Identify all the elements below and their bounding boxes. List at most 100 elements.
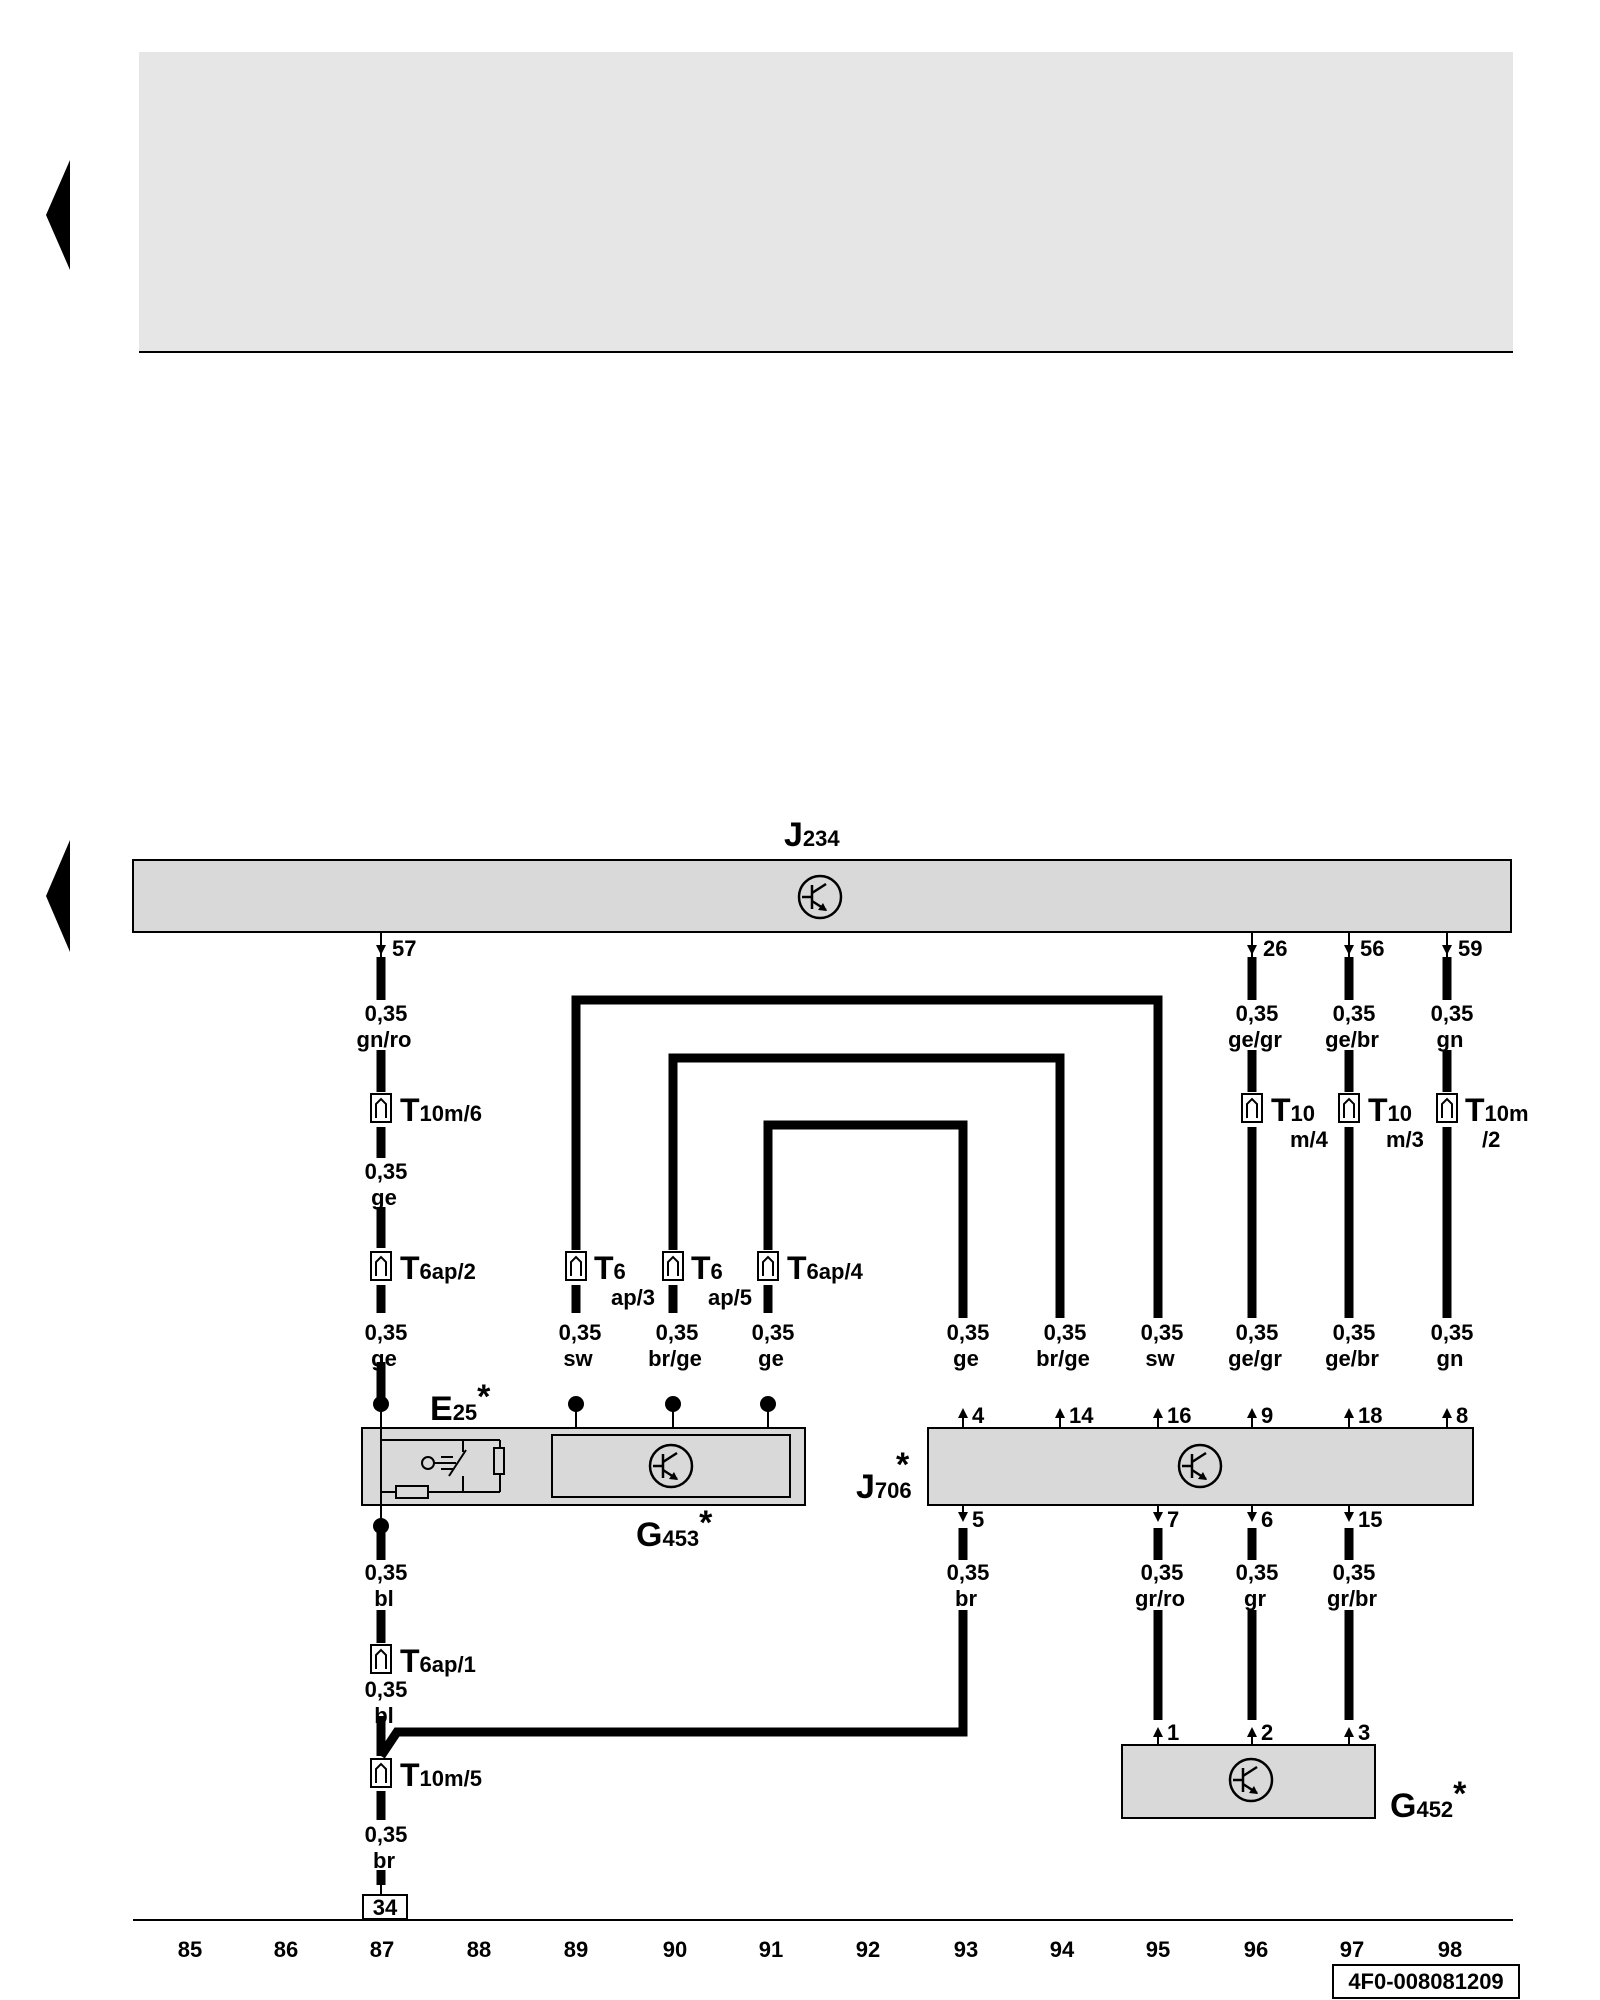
pin-numbers: 57 26 56 59 4 14 16 9 18 8 5 7 6 15 1 2 … xyxy=(392,936,1482,1745)
switch-icon xyxy=(380,1428,505,1505)
component-number: 452 xyxy=(1416,1797,1453,1822)
wire-gauge: 0,35 xyxy=(1333,1320,1376,1345)
wire-labels: 0,35 gn/ro 0,35 ge 0,35 ge 0,35 bl 0,35 … xyxy=(357,1001,1474,1873)
wire-color: ge/br xyxy=(1325,1346,1379,1371)
connector-sublabel-t10m3: m/3 xyxy=(1386,1127,1424,1152)
pin-number: 7 xyxy=(1167,1507,1179,1532)
plug-connector-icon xyxy=(757,1251,779,1281)
upper-diagram-panel xyxy=(139,52,1513,352)
component-star: * xyxy=(1453,1775,1467,1813)
component-letter: E xyxy=(430,1390,453,1428)
wire-color: br xyxy=(373,1848,395,1873)
connector-sublabel-t6ap5: ap/5 xyxy=(708,1285,752,1310)
j706-star: * xyxy=(896,1446,910,1484)
transistor-circle-icon xyxy=(1228,1757,1274,1803)
connector-label-t10m6: T10m/6 xyxy=(400,1092,482,1128)
track-number: 85 xyxy=(178,1937,202,1962)
track-number: 97 xyxy=(1340,1937,1364,1962)
junction-dots xyxy=(373,1396,776,1534)
connector-sublabel-t6ap3: ap/3 xyxy=(611,1285,655,1310)
transistor-circle-icon xyxy=(797,874,843,920)
wire-gauge: 0,35 xyxy=(1333,1001,1376,1026)
track-number: 88 xyxy=(467,1937,491,1962)
track-number: 98 xyxy=(1438,1937,1462,1962)
wire-color: gn/ro xyxy=(357,1027,412,1052)
wire-gauge: 0,35 xyxy=(1044,1320,1087,1345)
component-number: 234 xyxy=(803,826,840,851)
track-number: 90 xyxy=(663,1937,687,1962)
connector-label-t10m4: T10 xyxy=(1271,1092,1315,1128)
left-triangle-icon[interactable] xyxy=(46,160,70,270)
wire-color: bl xyxy=(374,1703,394,1728)
wire-gauge: 0,35 xyxy=(1141,1560,1184,1585)
wire-color: sw xyxy=(1145,1346,1175,1371)
wire-gauge: 0,35 xyxy=(656,1320,699,1345)
track-number: 96 xyxy=(1244,1937,1268,1962)
wire-color: gn xyxy=(1437,1346,1464,1371)
track-number: 94 xyxy=(1050,1937,1075,1962)
pin-number: 4 xyxy=(972,1403,985,1428)
component-letter: J xyxy=(856,1468,875,1506)
wire-color: br xyxy=(955,1586,977,1611)
g453-label: G453* xyxy=(636,1504,713,1554)
wire-color: ge xyxy=(953,1346,979,1371)
ground-reference-box xyxy=(362,1894,408,1920)
document-reference: 4F0-008081209 xyxy=(1348,1969,1503,1994)
left-triangle-icon[interactable] xyxy=(46,840,70,952)
connector-label-t10m3: T10 xyxy=(1368,1092,1412,1128)
wire-color: bl xyxy=(374,1586,394,1611)
wire-color: ge xyxy=(758,1346,784,1371)
pin-number: 59 xyxy=(1458,936,1482,961)
wire-color: ge/gr xyxy=(1228,1346,1282,1371)
pin-number: 9 xyxy=(1261,1403,1273,1428)
wire-gauge: 0,35 xyxy=(1236,1560,1279,1585)
wire-color: br/ge xyxy=(1036,1346,1090,1371)
plug-connector-icon xyxy=(370,1758,392,1788)
connector-label-t6ap3: T6 xyxy=(594,1250,626,1286)
wire-gauge: 0,35 xyxy=(1333,1560,1376,1585)
j706-label: J706 xyxy=(856,1468,912,1506)
g452-label: G452* xyxy=(1390,1775,1467,1825)
wire-gauge: 0,35 xyxy=(365,1320,408,1345)
wire-gauge: 0,35 xyxy=(559,1320,602,1345)
component-number: 25 xyxy=(453,1400,477,1425)
pin-arrows xyxy=(376,945,1452,1737)
plug-connector-icon xyxy=(370,1093,392,1123)
pin-number: 18 xyxy=(1358,1403,1382,1428)
pin-number: 15 xyxy=(1358,1507,1382,1532)
pin-number: 14 xyxy=(1069,1403,1094,1428)
e25-label: E25* xyxy=(430,1378,491,1428)
j234-control-unit xyxy=(132,859,1512,933)
wire-color: br/ge xyxy=(648,1346,702,1371)
pin-number: 1 xyxy=(1167,1720,1179,1745)
pin-number: 57 xyxy=(392,936,416,961)
wire-color: ge xyxy=(371,1346,397,1371)
wire-gauge: 0,35 xyxy=(1431,1001,1474,1026)
plug-connector-icon xyxy=(370,1644,392,1674)
pin-number: 2 xyxy=(1261,1720,1273,1745)
wire-gauge: 0,35 xyxy=(1431,1320,1474,1345)
wire-gauge: 0,35 xyxy=(365,1677,408,1702)
wire-gauge: 0,35 xyxy=(365,1001,408,1026)
document-reference-box xyxy=(1332,1964,1520,1999)
wire-gauge: 0,35 xyxy=(365,1560,408,1585)
component-letter: G xyxy=(636,1516,662,1554)
track-number: 87 xyxy=(370,1937,394,1962)
connector-label-t6ap4: T6ap/4 xyxy=(787,1250,864,1286)
wire-color: gr/br xyxy=(1327,1586,1378,1611)
component-number: 706 xyxy=(875,1478,912,1503)
wire-gauge: 0,35 xyxy=(752,1320,795,1345)
pin-number: 56 xyxy=(1360,936,1384,961)
pin-number: 6 xyxy=(1261,1507,1273,1532)
connector-label-t6ap1: T6ap/1 xyxy=(400,1643,476,1679)
wire-gauge: 0,35 xyxy=(1236,1320,1279,1345)
wire-color: sw xyxy=(563,1346,593,1371)
component-star: * xyxy=(477,1378,491,1416)
pin-number: 3 xyxy=(1358,1720,1370,1745)
transistor-circle-icon xyxy=(1177,1443,1223,1489)
plug-connector-icon xyxy=(1241,1093,1263,1123)
plug-connector-icon xyxy=(662,1251,684,1281)
component-star: * xyxy=(699,1504,713,1542)
pin-number: 26 xyxy=(1263,936,1287,961)
